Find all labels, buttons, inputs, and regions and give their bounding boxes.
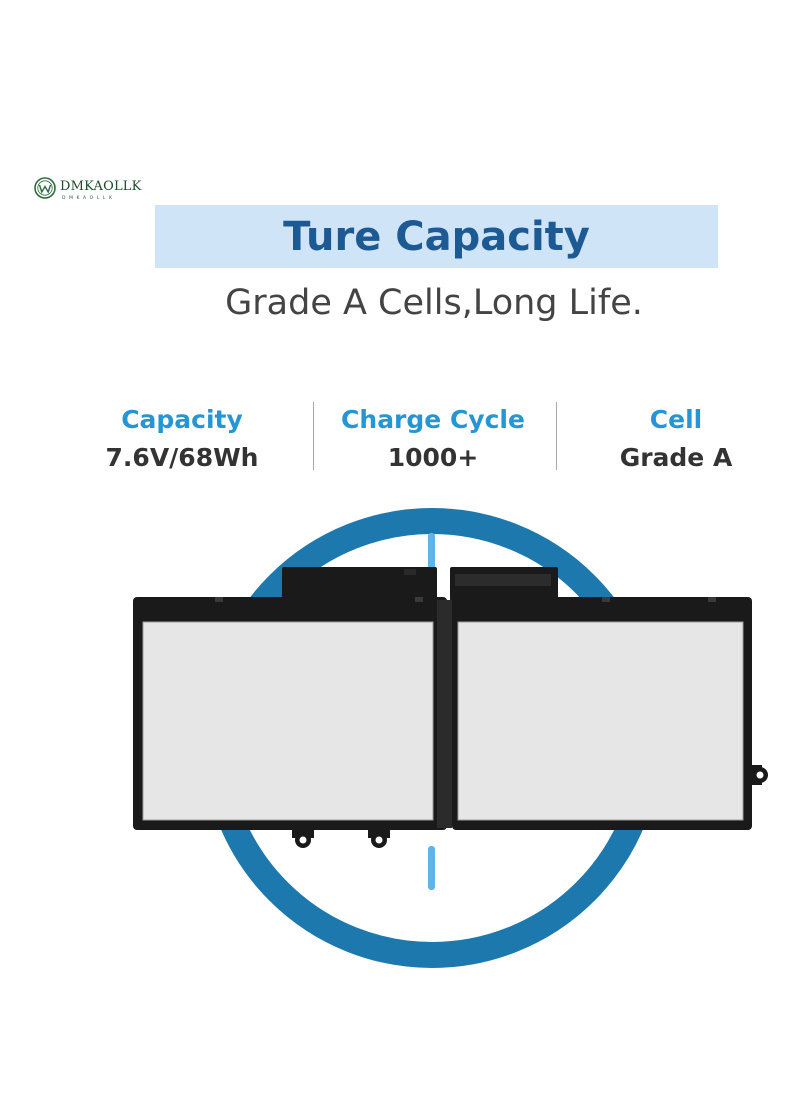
spec-charge-cycle-label: Charge Cycle (341, 405, 525, 434)
spec-cell: Cell Grade A (576, 400, 776, 476)
page-title: Ture Capacity (283, 213, 590, 260)
brand-emblem-icon (34, 177, 56, 199)
brand-logo: DMKAOLLK DMKAOLLK (34, 177, 174, 207)
mounting-tab-icon (368, 826, 390, 848)
tick-mark-top (428, 533, 435, 577)
battery-cell-left (142, 621, 434, 821)
battery-illustration (133, 508, 768, 968)
subtitle: Grade A Cells,Long Life. (225, 283, 643, 323)
spec-cell-label: Cell (649, 405, 703, 434)
battery-cell-right (457, 621, 744, 821)
title-banner: Ture Capacity (155, 205, 718, 268)
battery-connector-left (282, 567, 437, 603)
brand-name: DMKAOLLK (60, 179, 142, 194)
battery-hinge (437, 600, 452, 828)
spec-capacity-value: 7.6V/68Wh (105, 443, 259, 472)
side-tab-icon (748, 765, 768, 785)
mounting-tab-icon (292, 826, 314, 848)
spec-divider (556, 402, 557, 470)
brand-subtext: DMKAOLLK (62, 196, 116, 201)
spec-divider (313, 402, 314, 470)
spec-cell-value: Grade A (619, 443, 733, 472)
spec-capacity-label: Capacity (121, 405, 243, 434)
spec-capacity: Capacity 7.6V/68Wh (82, 400, 282, 476)
spec-charge-cycle: Charge Cycle 1000+ (318, 400, 548, 476)
tick-mark-bottom (428, 846, 435, 890)
spec-charge-cycle-value: 1000+ (387, 443, 479, 472)
